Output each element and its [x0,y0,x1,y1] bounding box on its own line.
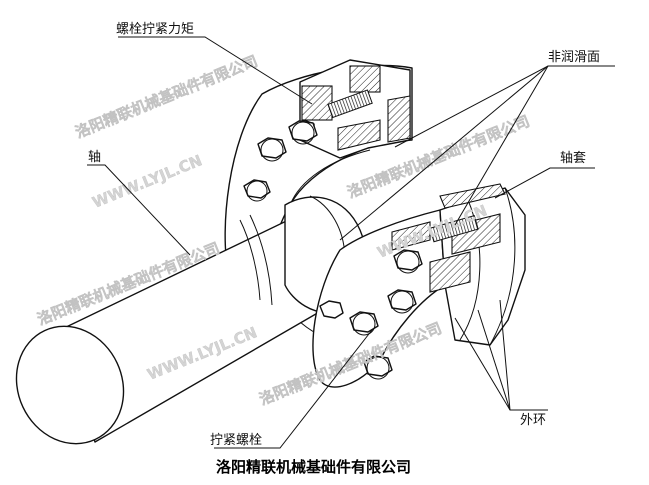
bolt-head [349,311,379,336]
label-outer-ring: 外环 [520,413,546,428]
leader-tightening-bolt [214,329,373,449]
leader-non-lubricated-2 [339,65,549,241]
leader-outer-ring-3 [499,299,511,411]
lower-clamp-section [391,183,506,293]
upper-bolt-thread [327,89,373,119]
bolt-head [387,289,417,314]
bolt-head [288,120,318,145]
shaft [15,199,341,445]
leader-shaft [87,164,191,256]
bolt-head [257,137,287,162]
lower-section-hatch-c [429,251,471,293]
bolt-heads [243,120,423,380]
label-tightening-bolt: 拧紧螺栓 [210,433,262,448]
leader-lines [87,36,615,449]
upper-section-hatch-bottom [337,119,381,151]
labels: 螺栓拧紧力矩 非润滑面 轴 轴套 外环 拧紧螺栓 [88,22,600,448]
watermark-company: 洛阳精联机械基础件有限公司 [73,52,261,142]
leader-hub [494,167,595,199]
label-non-lubricated-surface: 非润滑面 [548,50,600,65]
upper-section-hatch-top [349,65,381,93]
bolt-head [363,355,393,380]
lower-bolt-thread [429,214,479,243]
leader-non-lubricated-3 [454,65,549,226]
lower-section-hatch-a [391,221,431,251]
label-bolt-torque: 螺栓拧紧力矩 [116,22,194,37]
label-shaft: 轴 [88,150,101,165]
label-hub: 轴套 [560,150,586,166]
watermark-url: WWW.LYJL.CN [90,151,205,211]
company-caption: 洛阳精联机械基础件有限公司 [216,458,411,476]
bolt-head [243,179,271,202]
bolt-head [319,300,344,319]
upper-section-hatch-right [387,95,411,143]
bolt-head [393,249,423,274]
upper-section-hatch-left [301,85,333,121]
leader-outer-ring-2 [477,309,511,411]
leader-bolt-torque [118,36,313,105]
